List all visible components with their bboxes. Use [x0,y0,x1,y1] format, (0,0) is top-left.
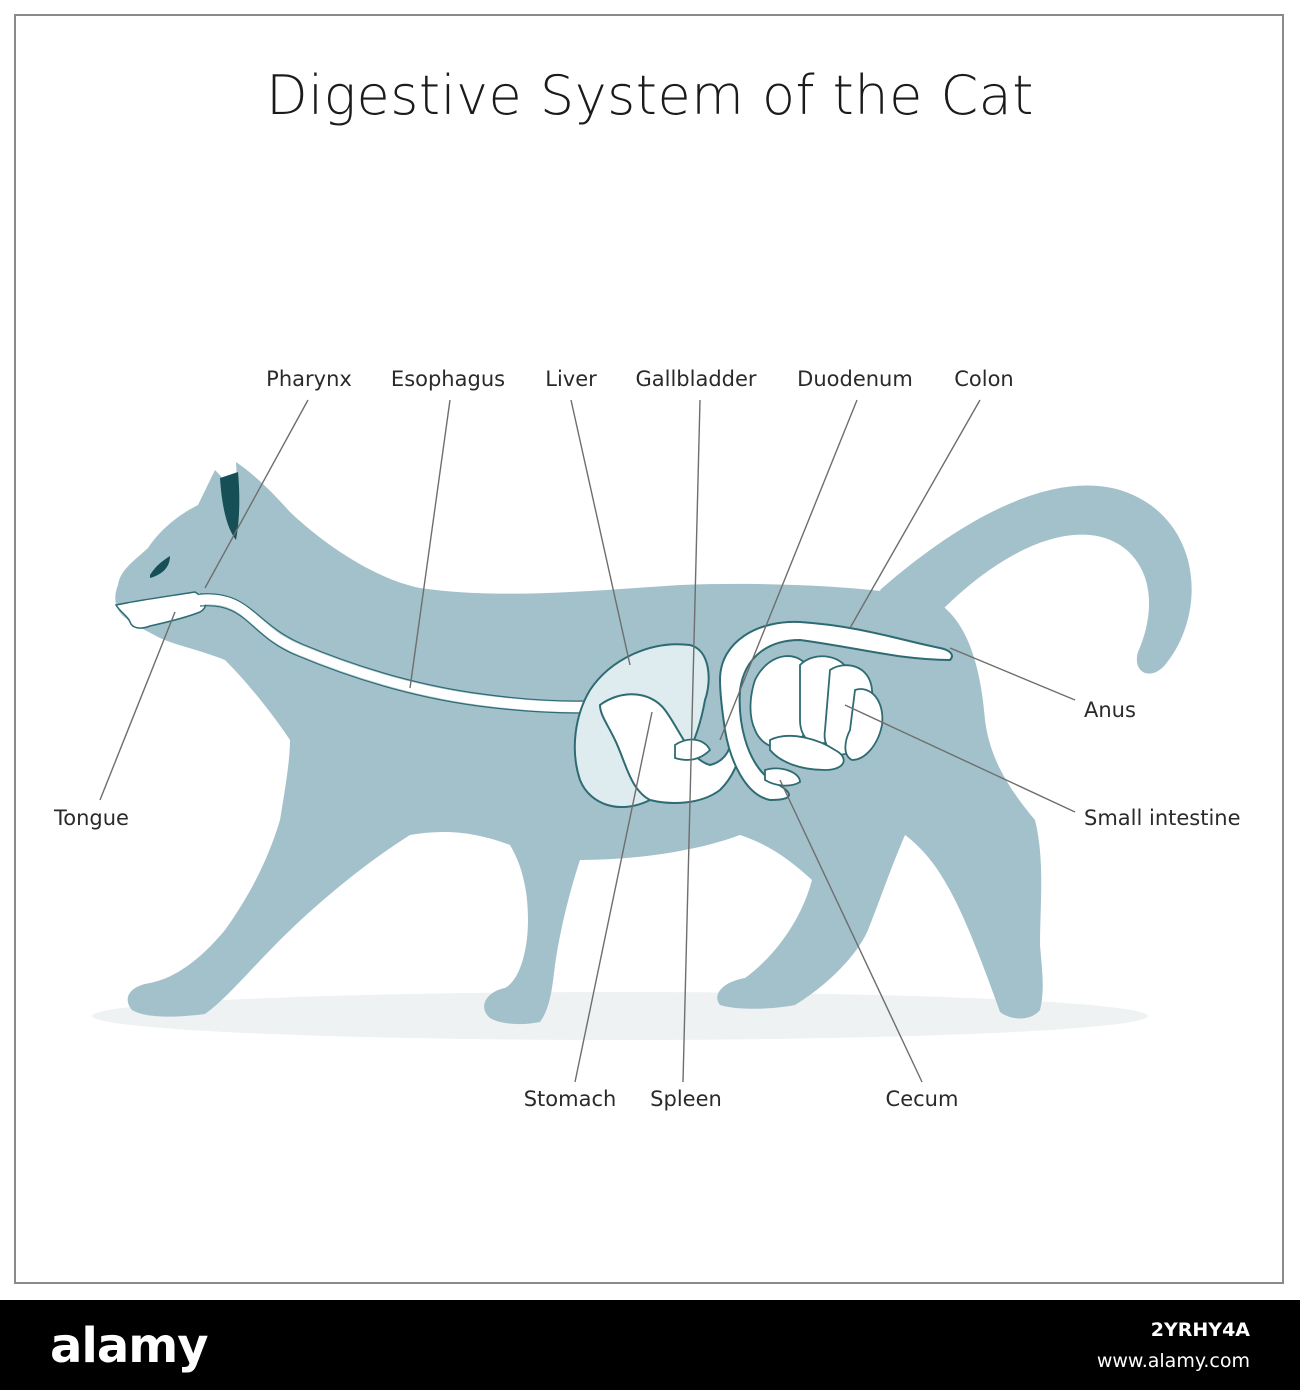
label-duodenum: Duodenum [797,367,913,391]
footer-url: www.alamy.com [1096,1350,1250,1372]
label-stomach: Stomach [523,1087,617,1111]
leader-cecum [779,779,923,1083]
spleen-shape [674,738,712,761]
leader-liver [570,399,631,666]
image-id: 2YRHY4A [1150,1319,1250,1341]
watermark-footer [0,1300,1300,1390]
diagram-title: Digestive System of the Cat [266,64,1034,127]
leader-stomach [574,711,653,1083]
esophagus-outline-lower [199,605,611,714]
label-spleen: Spleen [650,1087,722,1111]
colon-tract [718,620,953,802]
label-small-intestine: Small intestine [1084,806,1241,830]
leader-gallbladder [682,399,701,1083]
leader-duodenum [719,399,858,741]
small-intestine-group [749,655,884,771]
label-cecum: Cecum [885,1087,959,1111]
leader-tongue [99,611,176,801]
leader-anus [949,647,1076,701]
cat-ear-inner [220,472,240,540]
brand-logo: alamy [50,1318,209,1374]
ground-shadow [92,992,1148,1040]
cecum-shape [764,767,801,787]
label-esophagus: Esophagus [390,367,506,391]
leader-small-intestine [844,704,1076,813]
leader-pharynx [204,399,309,589]
cat-diagram [92,399,1192,1083]
label-gallbladder: Gallbladder [635,367,757,391]
label-pharynx: Pharynx [266,367,352,391]
leader-esophagus [409,399,451,689]
esophagus-tract [195,594,615,713]
tongue-shape [114,591,207,629]
cat-eye [150,556,170,578]
label-liver: Liver [545,367,597,391]
cat-tail [880,485,1192,674]
label-tongue: Tongue [54,806,129,830]
leader-colon [849,399,981,629]
esophagus-outline [199,593,611,702]
label-colon: Colon [954,367,1014,391]
label-anus: Anus [1084,698,1136,722]
leader-lines [99,399,1076,1083]
